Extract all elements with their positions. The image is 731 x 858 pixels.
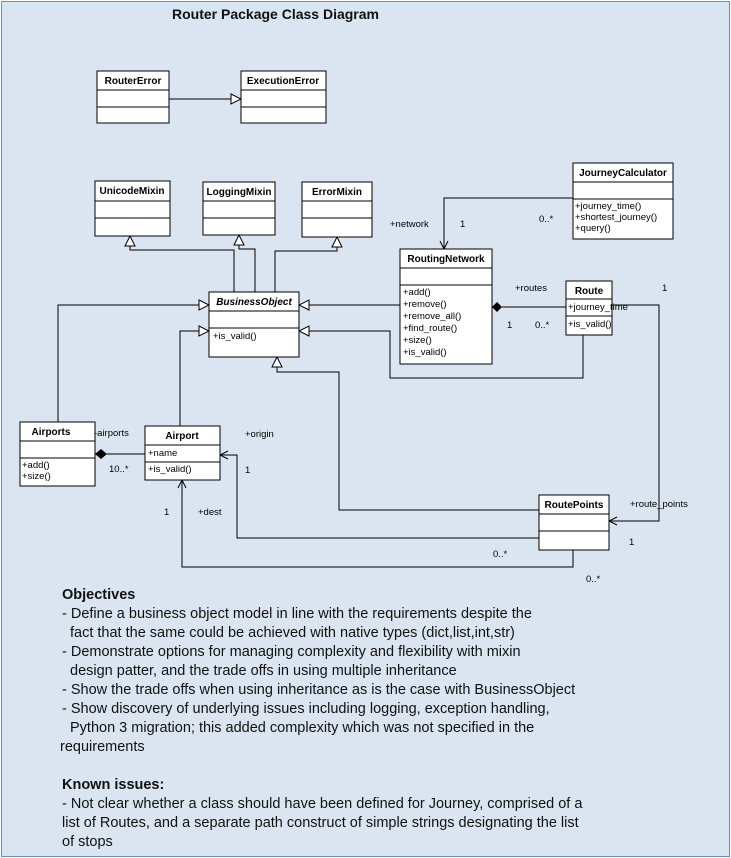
class-journeycalculator [572,162,674,240]
label-dest-role: +dest [198,507,222,518]
gen-routepoints-bo [277,357,539,511]
objectives-heading: Objectives [62,587,136,603]
label-routepoints-role: +route_points [630,499,688,510]
objective-line: - Show discovery of underlying issues in… [62,701,550,717]
label-network-mult: 1 [460,219,465,230]
gen-bo-errormixin [274,237,337,292]
objective-line: - Define a business object model in line… [62,606,532,622]
gen-airports-bo [57,305,209,422]
executionerror-name: ExecutionError [247,76,319,87]
route-method: +is_valid() [568,319,612,330]
class-diagram: RouterError ExecutionError UnicodeMixin … [19,70,688,582]
objective-line: - Demonstrate options for managing compl… [62,644,521,660]
rn-method: +remove_all() [403,311,461,322]
class-routererror [96,70,170,124]
airports-method: +size() [22,471,51,482]
routepoints-name: RoutePoints [545,500,604,511]
route-attribute: +journey_time [568,302,628,313]
objective-line: requirements [60,739,145,755]
label-rp-mult-a: 0..* [493,549,508,560]
known-issue-line: list of Routes, and a separate path cons… [62,815,579,831]
airport-method: +is_valid() [148,464,192,475]
label-routes-role: +routes [515,283,547,294]
routererror-name: RouterError [105,76,162,87]
assoc-routepoints-dest [182,480,574,568]
label-rn-mult: 1 [507,320,512,331]
diagram-title: Router Package Class Diagram [172,6,379,22]
loggingmixin-name: LoggingMixin [207,187,272,198]
businessobject-name: BusinessObject [216,297,292,308]
routingnetwork-name: RoutingNetwork [407,254,485,265]
airport-attribute: +name [148,448,177,459]
rn-method: +find_route() [403,323,457,334]
notes-spacer [62,757,682,776]
label-airports-role: -airports [94,428,129,439]
objective-line: - Show the trade offs when using inherit… [62,682,576,698]
class-route [565,280,613,336]
label-rp-mult-b: 0..* [586,574,601,582]
airport-name: Airport [165,431,199,442]
calc-method: +query() [575,223,611,234]
class-loggingmixin [202,181,276,236]
airports-method: +add() [22,460,50,471]
diamond-network-route [492,302,502,312]
objective-line: Python 3 migration; this added complexit… [70,720,535,736]
class-unicodemixin [94,180,171,237]
calc-method: +shortest_journey() [575,212,657,223]
assoc-routepoints-origin [220,455,539,539]
rn-method: +is_valid() [403,347,447,358]
rn-method: +remove() [403,299,447,310]
route-name: Route [575,286,604,297]
class-errormixin [301,181,373,238]
unicodemixin-name: UnicodeMixin [99,186,164,197]
rn-method: +add() [403,287,431,298]
calc-method: +journey_time() [575,201,641,212]
gen-route-bo [299,331,584,379]
journeycalculator-name: JourneyCalculator [579,168,667,179]
label-route-top-mult: 1 [662,283,667,294]
label-calc-mult: 0..* [539,214,554,225]
known-issue-line: - Not clear whether a class should have … [62,796,583,812]
class-airport [144,425,221,481]
notes-section: Objectives - Define a business object mo… [60,586,682,852]
gen-airport-bo [179,331,209,426]
objective-line: design patter, and the trade offs in usi… [70,663,457,679]
label-origin-mult: 1 [245,465,250,476]
class-airports [19,421,96,487]
rn-method: +size() [403,335,432,346]
diamond-airports-airport [95,449,107,459]
gen-bo-unicodemixin [130,236,235,292]
label-origin-role: +origin [245,429,274,440]
assoc-calculator-network [444,197,573,249]
label-rp-mult: 1 [629,537,634,548]
label-dest-mult: 1 [164,507,169,518]
class-executionerror [240,70,327,124]
class-routepoints [538,494,610,551]
class-businessobject [208,291,300,358]
label-airports-mult: 10..* [109,464,129,475]
gen-bo-loggingmixin [239,235,256,292]
errormixin-name: ErrorMixin [312,187,362,198]
airports-name: Airports [32,427,71,438]
bo-method: +is_valid() [213,331,257,342]
known-issues-heading: Known issues: [62,777,165,793]
assoc-route-routepoints [609,304,660,521]
objective-line: fact that the same could be achieved wit… [70,625,515,641]
label-network-role: +network [390,219,429,230]
label-route-mult: 0..* [535,320,550,331]
known-issue-line: of stops [62,834,113,850]
